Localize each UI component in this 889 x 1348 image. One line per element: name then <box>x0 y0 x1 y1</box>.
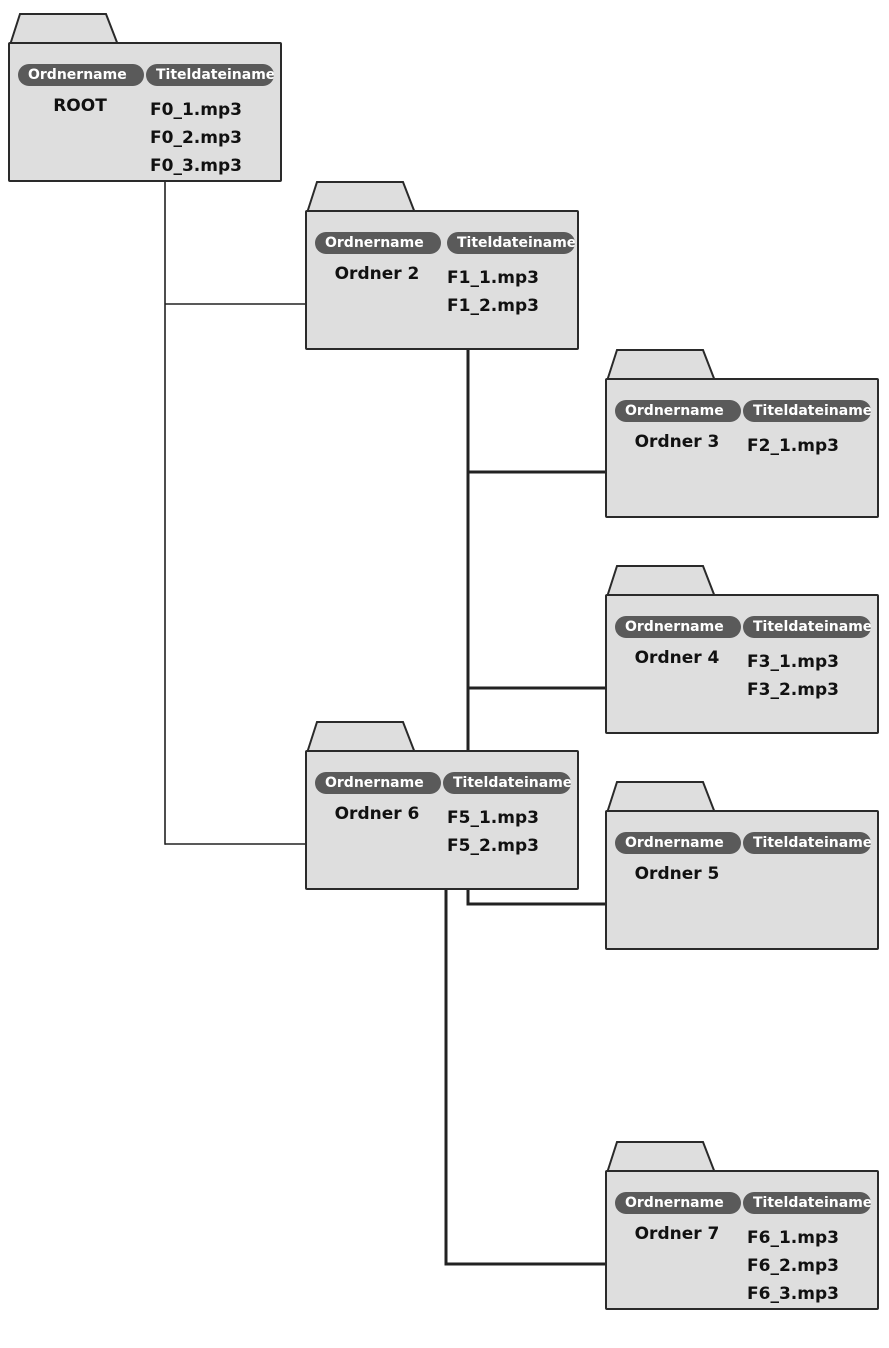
file-item: F0_2.mp3 <box>150 128 242 148</box>
folder-name: ROOT <box>53 96 107 116</box>
folder-tab-icon <box>306 721 416 754</box>
file-item: F5_1.mp3 <box>447 808 539 828</box>
folder-tab-icon <box>306 181 416 214</box>
folder-name-header: Ordnername <box>615 616 741 638</box>
folder-name-header: Ordnername <box>615 1192 741 1214</box>
file-item: F6_2.mp3 <box>747 1256 839 1276</box>
file-list: F2_1.mp3 <box>747 432 839 460</box>
folder-name-header: Ordnername <box>315 772 441 794</box>
file-item: F2_1.mp3 <box>747 436 839 456</box>
folder-tab-icon <box>606 349 716 382</box>
title-filename-header: Titeldateiname <box>743 400 871 422</box>
file-item: F6_1.mp3 <box>747 1228 839 1248</box>
folder-name: Ordner 4 <box>634 648 720 668</box>
file-item: F1_2.mp3 <box>447 296 539 316</box>
title-filename-header: Titeldateiname <box>743 1192 871 1214</box>
title-filename-header: Titeldateiname <box>743 832 871 854</box>
file-item: F3_2.mp3 <box>747 680 839 700</box>
file-item: F0_1.mp3 <box>150 100 242 120</box>
folder-tab-icon <box>606 781 716 814</box>
folder-name: Ordner 7 <box>634 1224 720 1244</box>
folder-name-header: Ordnername <box>615 832 741 854</box>
folder-tab-icon <box>606 1141 716 1174</box>
folder-name: Ordner 6 <box>334 804 420 824</box>
folder-name: Ordner 2 <box>334 264 420 284</box>
folder-name-header: Ordnername <box>615 400 741 422</box>
file-item: F1_1.mp3 <box>447 268 539 288</box>
title-filename-header: Titeldateiname <box>743 616 871 638</box>
folder-name: Ordner 3 <box>634 432 720 452</box>
file-item: F0_3.mp3 <box>150 156 242 176</box>
file-item: F3_1.mp3 <box>747 652 839 672</box>
title-filename-header: Titeldateiname <box>447 232 575 254</box>
file-item: F5_2.mp3 <box>447 836 539 856</box>
title-filename-header: Titeldateiname <box>146 64 274 86</box>
title-filename-header: Titeldateiname <box>443 772 571 794</box>
folder-name-header: Ordnername <box>18 64 144 86</box>
folder-name: Ordner 5 <box>634 864 720 884</box>
file-item: F6_3.mp3 <box>747 1284 839 1304</box>
folder-name-header: Ordnername <box>315 232 441 254</box>
folder-tab-icon <box>606 565 716 598</box>
folder-tab-icon <box>9 13 119 46</box>
